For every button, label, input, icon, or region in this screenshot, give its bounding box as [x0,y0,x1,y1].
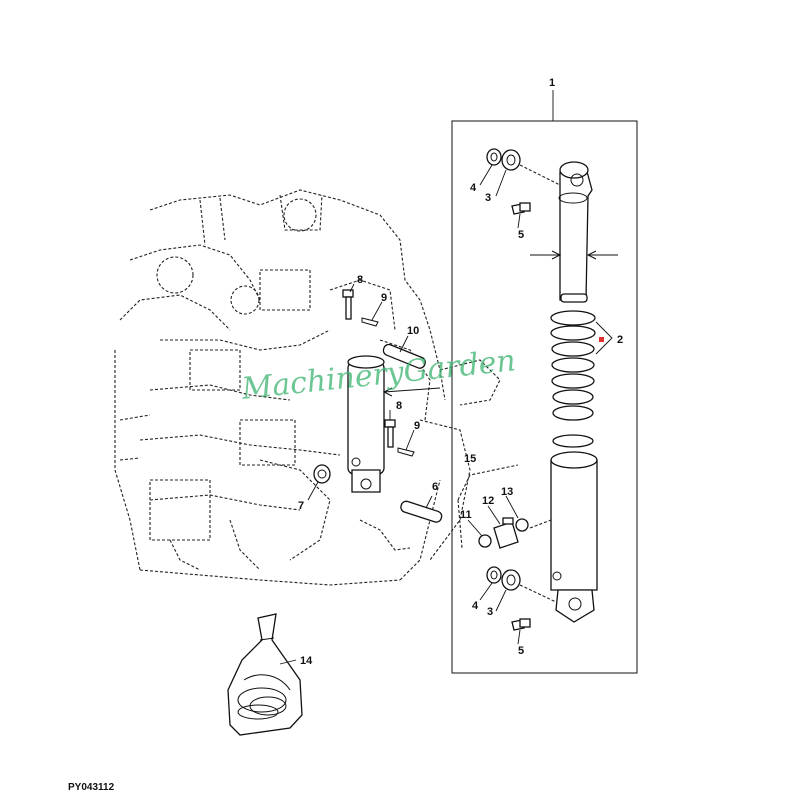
clip-9-upper [361,317,379,327]
cylinder-barrel [550,451,598,623]
valve-assembly [478,517,529,549]
callout-7: 7 [298,500,304,512]
seal-kit-bag [227,613,303,736]
red-marker [599,337,604,342]
pin-6 [400,500,443,523]
seal-stack-2 [550,310,596,448]
callout-13: 13 [501,486,513,498]
dashed-guides [519,164,561,603]
engine-housing-dashed [114,189,501,586]
callout-14: 14 [300,655,313,667]
rod-width-arrows [530,250,618,260]
cylinder-rod [558,161,593,303]
callout-9-lower: 9 [414,420,420,432]
grease-fitting-lower [511,618,531,631]
bolt-8-lower [384,419,396,448]
kit-box-1 [451,120,638,674]
callout-8-upper: 8 [357,274,363,286]
arrow-head [382,387,393,397]
callout-1: 1 [549,77,555,89]
bushing-7 [313,464,331,484]
callout-3-lower: 3 [487,606,493,618]
callout-3-upper: 3 [485,192,491,204]
callout-4-upper: 4 [470,182,477,194]
callout-15: 15 [464,453,476,465]
clip-9-lower [397,447,415,457]
callout-6: 6 [432,481,438,493]
callout-4-lower: 4 [472,600,479,612]
callout-12: 12 [482,495,494,507]
callout-10: 10 [407,325,419,337]
leader-2 [595,321,613,355]
callout-2: 2 [617,334,623,346]
callout-labels: 1 2 3 4 5 3 4 5 6 7 8 9 8 9 10 11 12 13 … [298,77,623,667]
group-bracket-15 [457,464,519,549]
callout-9-upper: 9 [381,292,387,304]
bushing-upper [486,148,521,171]
callout-8-lower: 8 [396,400,402,412]
bushing-lower [486,566,521,591]
callout-leaders [279,164,521,665]
pin-10 [382,343,426,369]
leader-arrow [383,387,441,393]
bolt-8-upper [342,289,354,320]
lift-cylinder-mounted [347,355,385,493]
callout-5-lower: 5 [518,645,524,657]
figure-code: PY043112 [68,782,115,793]
callout-11: 11 [460,509,472,521]
grease-fitting-upper [511,202,531,215]
callout-5-upper: 5 [518,229,524,241]
